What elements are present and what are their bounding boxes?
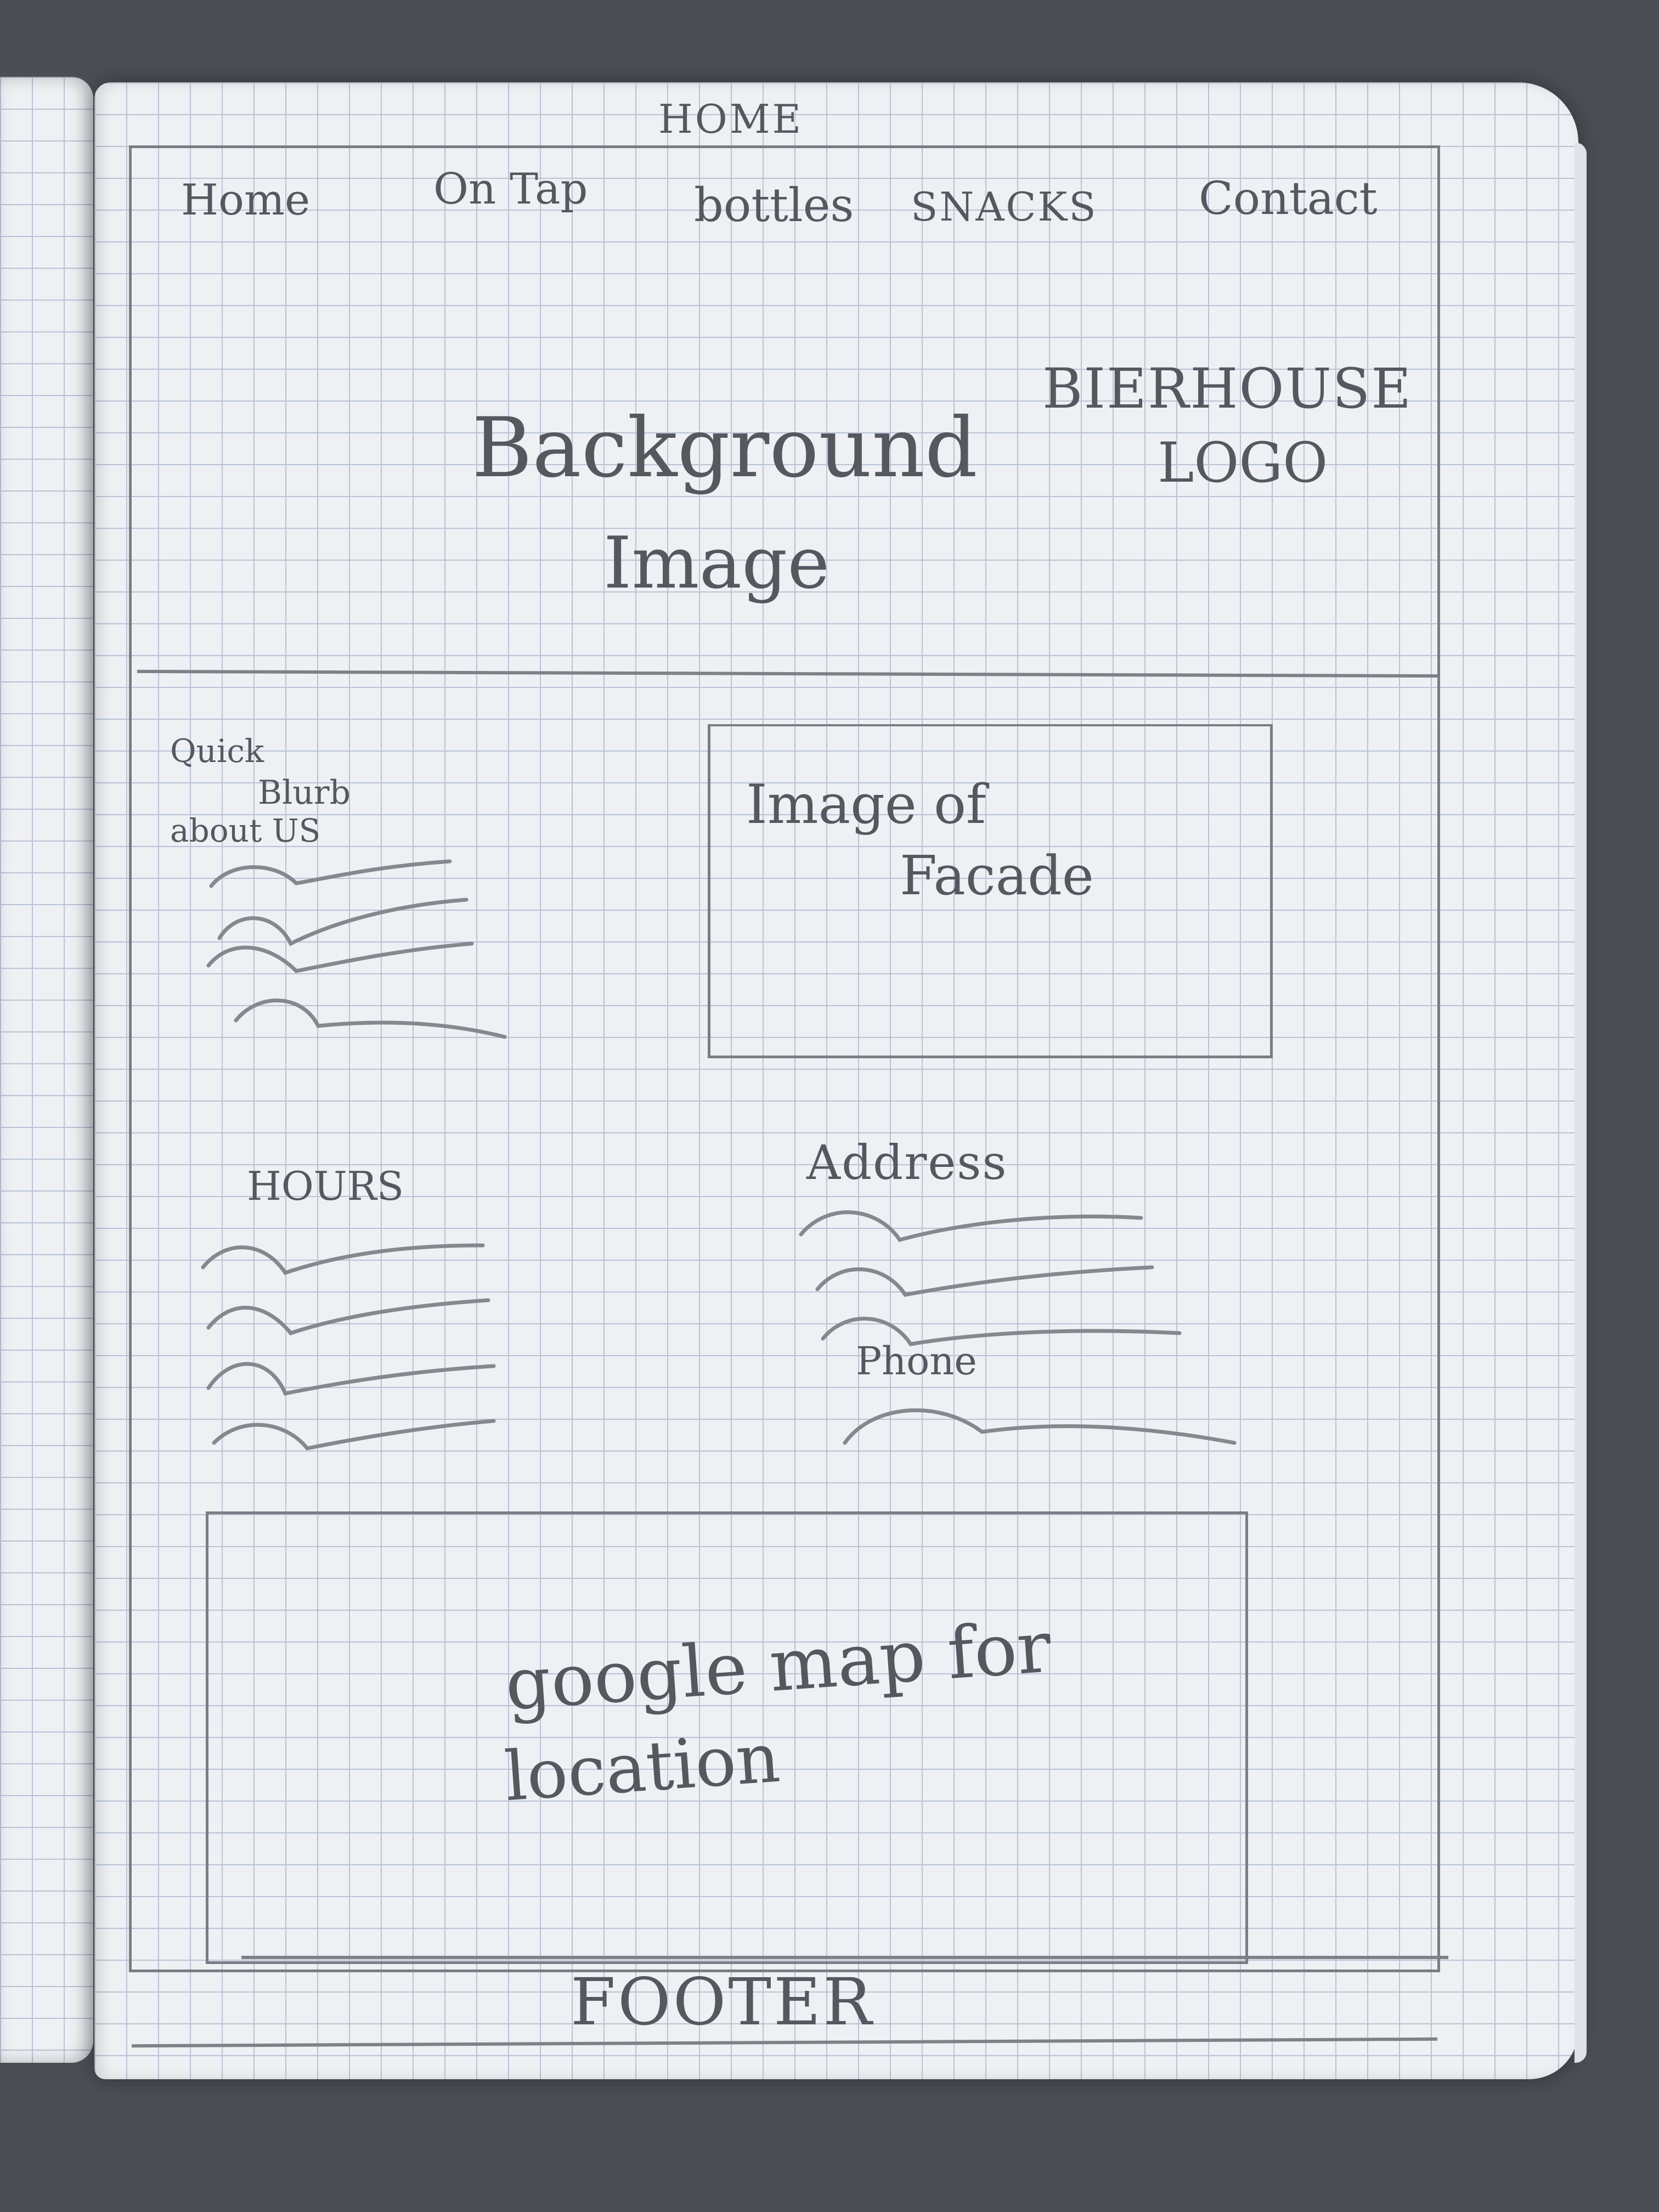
facade-image-label-line2: Facade	[900, 845, 1094, 907]
address-label: Address	[806, 1136, 1008, 1190]
nav-item-on-tap[interactable]: On Tap	[433, 165, 588, 214]
page-label: HOME	[658, 96, 804, 142]
hours-label: HOURS	[247, 1163, 404, 1209]
page-stack-edge	[1575, 143, 1587, 2063]
map-placeholder	[206, 1511, 1248, 1964]
nav-item-contact[interactable]: Contact	[1199, 173, 1378, 225]
blurb-label-line2: Blurb	[258, 774, 351, 812]
wireframe-outer-frame	[129, 145, 1440, 1972]
footer-label: FOOTER	[571, 1964, 874, 2040]
logo-placeholder-line2: LOGO	[1158, 431, 1328, 495]
blurb-text-scribbles	[206, 859, 507, 1039]
hero-background-label: Background	[472, 400, 978, 496]
phone-text-scribbles	[843, 1408, 1237, 1445]
facing-notebook-page	[0, 77, 93, 2063]
notebook-page	[94, 82, 1578, 2079]
hero-background-label-line2: Image	[603, 521, 830, 605]
facade-image-label: Image of	[746, 774, 986, 836]
phone-label: Phone	[856, 1339, 977, 1384]
blurb-label-line3: about US	[170, 812, 321, 849]
footer-divider	[241, 1956, 1448, 1959]
nav-item-snacks[interactable]: SNACKS	[911, 184, 1098, 230]
nav-item-bottles[interactable]: bottles	[694, 178, 854, 232]
logo-placeholder: BIERHOUSE	[1042, 357, 1413, 421]
nav-item-home[interactable]: Home	[181, 176, 311, 225]
address-text-scribbles	[799, 1210, 1182, 1346]
hours-text-scribbles	[201, 1243, 496, 1451]
facade-image-placeholder	[708, 724, 1273, 1058]
blurb-label: Quick	[170, 732, 264, 770]
